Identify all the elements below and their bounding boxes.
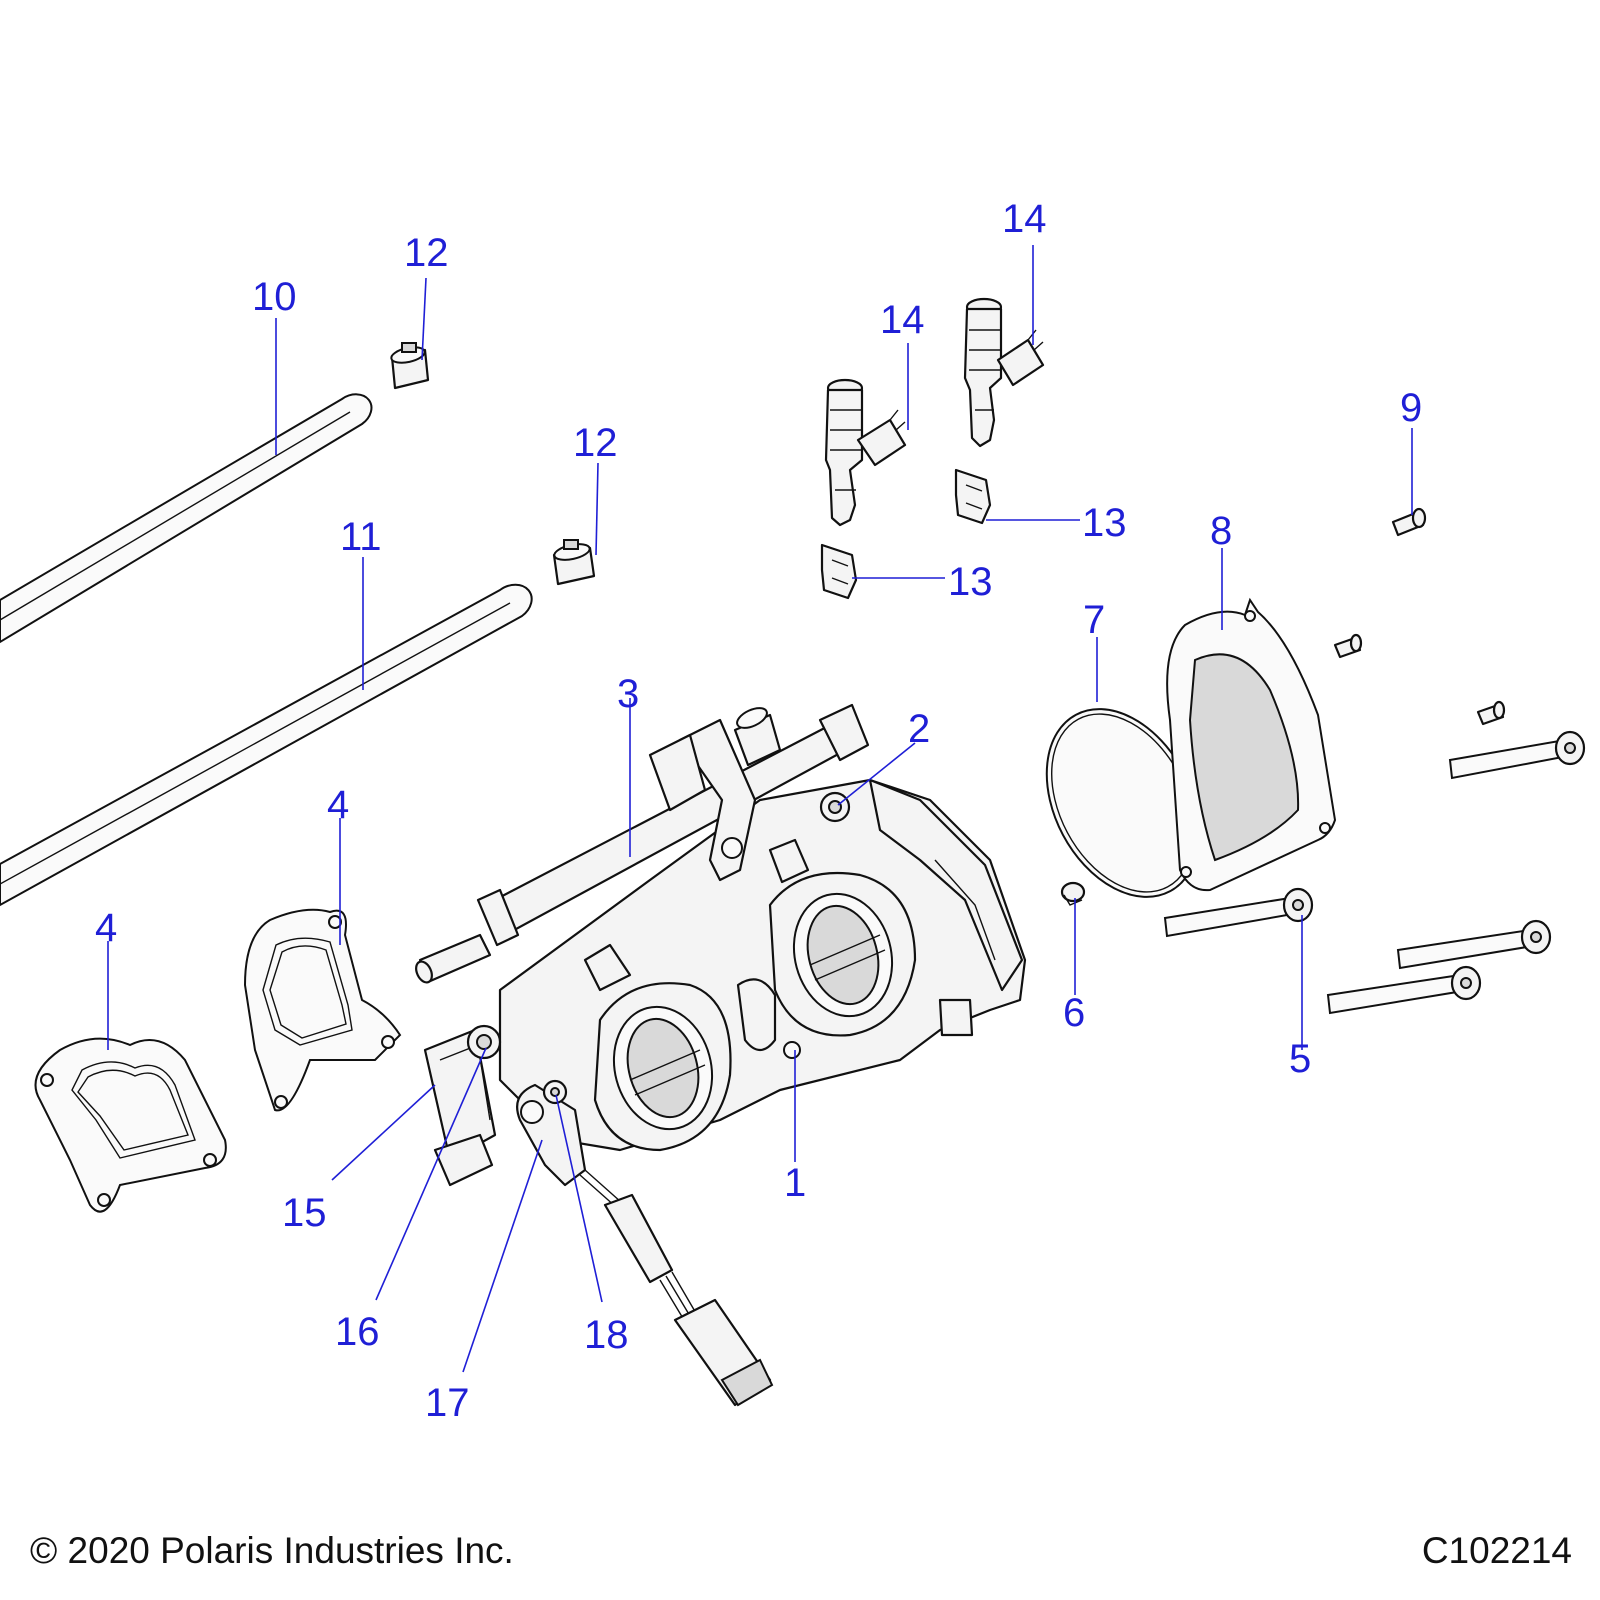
injector-clip-left xyxy=(820,543,858,600)
callout-1: 1 xyxy=(784,1161,806,1205)
injector-clip-right xyxy=(954,468,992,525)
cover-screw-mid xyxy=(1333,633,1363,659)
bolt-1 xyxy=(1448,730,1586,780)
callout-6: 6 xyxy=(1063,991,1085,1035)
callout-2: 2 xyxy=(908,707,930,751)
callout-3: 3 xyxy=(617,672,639,716)
copyright-notice: © 2020 Polaris Industries Inc. xyxy=(30,1530,514,1571)
leader-lines xyxy=(107,245,1413,1373)
o-ring-fitting xyxy=(1060,881,1086,906)
callout-8: 8 xyxy=(1210,509,1232,553)
callout-5: 5 xyxy=(1289,1037,1311,1081)
callout-14-right: 14 xyxy=(1002,197,1047,241)
callout-14-left: 14 xyxy=(880,298,925,342)
tps-sensor xyxy=(516,1079,774,1407)
gasket-left xyxy=(34,1037,227,1213)
hose-clamp-upper xyxy=(390,342,430,390)
callout-13-left: 13 xyxy=(948,560,993,604)
fuel-injector-right xyxy=(963,297,1045,448)
drawing-number: C102214 xyxy=(1421,1530,1572,1571)
fuel-hose-lower xyxy=(0,583,533,907)
callout-12-lower: 12 xyxy=(573,421,618,465)
gasket-right xyxy=(243,908,402,1112)
callout-18: 18 xyxy=(584,1313,629,1357)
fuel-hose-upper xyxy=(0,393,373,644)
callout-11: 11 xyxy=(340,515,382,559)
cover-screw-lower xyxy=(1476,700,1506,726)
cover-plate xyxy=(1166,597,1337,892)
fuel-rail xyxy=(415,703,870,992)
callout-16: 16 xyxy=(335,1310,380,1354)
fuel-injector-left xyxy=(824,378,907,527)
cover-screw-top xyxy=(1391,507,1427,537)
callout-7: 7 xyxy=(1083,598,1105,642)
callout-12-upper: 12 xyxy=(404,231,449,275)
bolt-3 xyxy=(1396,919,1552,970)
callout-4-left: 4 xyxy=(95,906,117,950)
callout-15: 15 xyxy=(282,1191,327,1235)
map-sensor xyxy=(423,1024,502,1187)
hose-clamp-lower xyxy=(552,539,596,586)
callout-4-right: 4 xyxy=(327,783,349,827)
callout-9: 9 xyxy=(1400,386,1422,430)
bolt-2 xyxy=(1163,887,1314,938)
callout-labels: 1 2 3 4 4 5 6 7 8 9 10 11 12 12 13 13 14… xyxy=(95,197,1422,1425)
callout-17: 17 xyxy=(425,1381,470,1425)
rail-screw xyxy=(819,791,851,823)
bolt-4 xyxy=(1326,965,1482,1015)
callout-10: 10 xyxy=(252,275,297,319)
throttle-body xyxy=(498,778,1027,1152)
callout-13-right: 13 xyxy=(1082,501,1127,545)
